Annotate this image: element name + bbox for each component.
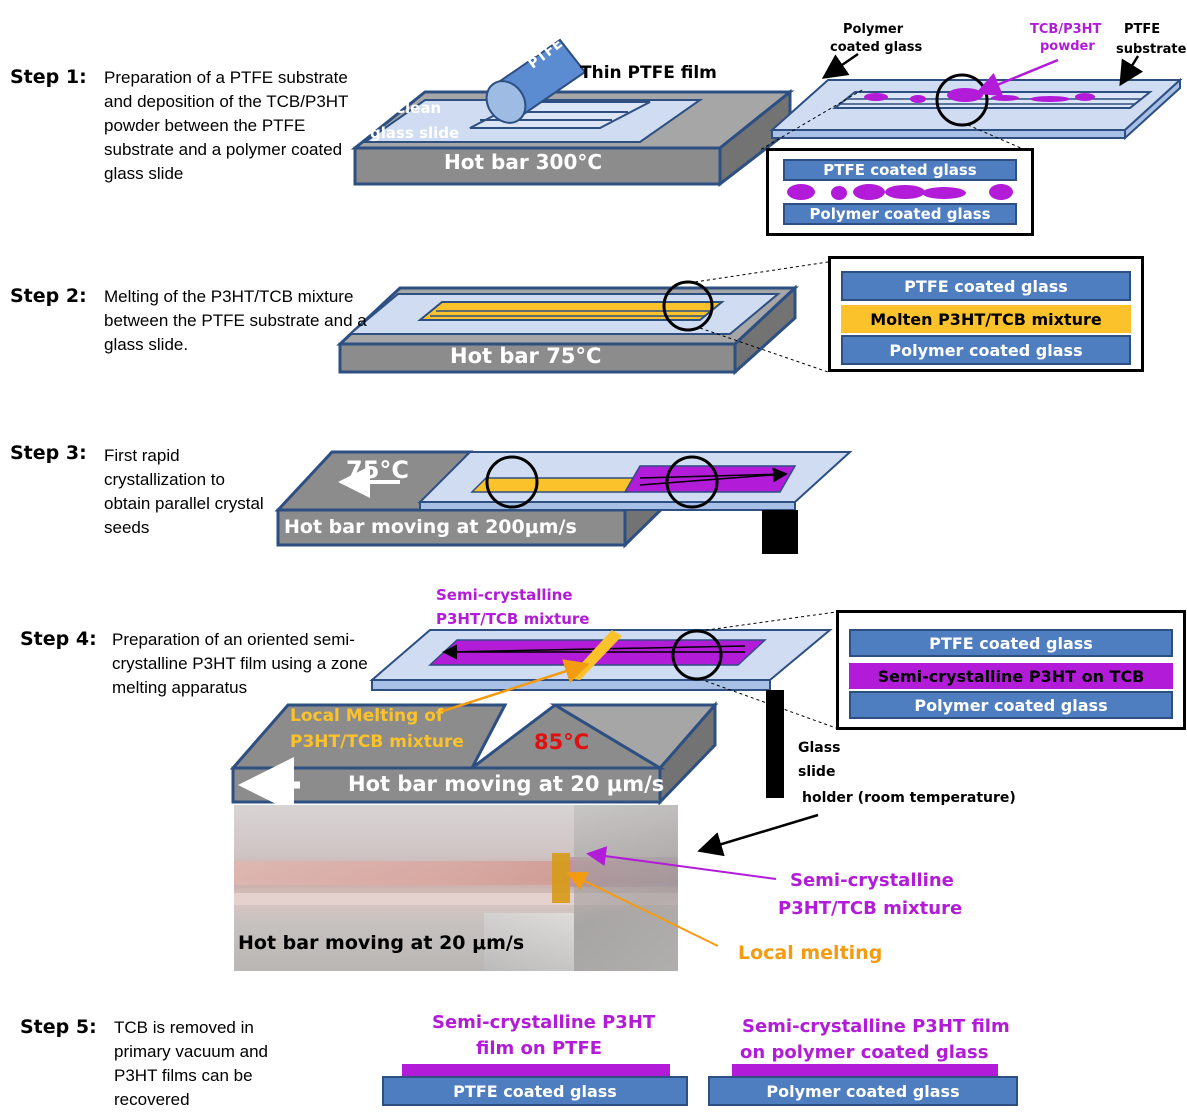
inset4-middle-layer: Semi-crystalline P3HT on TCB xyxy=(849,663,1173,689)
arrow-holder-photo xyxy=(697,813,819,857)
arrow-ptfe-substrate xyxy=(1119,55,1144,87)
photo-label-melt: Local melting xyxy=(738,942,883,964)
photo-pointer-lines xyxy=(566,846,777,947)
zone-melting-photo xyxy=(234,805,678,971)
step5-right-layer: Polymer coated glass xyxy=(708,1076,1018,1106)
callout-ptfe-2: substrate xyxy=(1116,42,1187,57)
step1-sandwich xyxy=(759,73,1183,153)
callout-ptfe-1: PTFE xyxy=(1124,22,1161,37)
ptfe-roller xyxy=(485,38,587,124)
holder-label-2: slide xyxy=(798,764,836,780)
thin-film-label: Thin PTFE film xyxy=(580,63,717,83)
step5-right-film xyxy=(732,1064,998,1076)
step4-hot-bar xyxy=(229,701,719,813)
step5-left-label-1: Semi-crystalline P3HT xyxy=(432,1012,656,1033)
step3-temp: 75°C xyxy=(346,456,410,484)
step4-top-label-1: Semi-crystalline xyxy=(436,586,573,604)
step5-left-label-2: film on PTFE xyxy=(476,1038,603,1059)
step5-title: Step 5: xyxy=(20,1016,97,1038)
inset2-middle-layer: Molten P3HT/TCB mixture xyxy=(841,305,1131,333)
step1-title: Step 1: xyxy=(10,66,87,88)
slide-label-2: glass slide xyxy=(370,124,460,142)
step4-inset: PTFE coated glass Semi-crystalline P3HT … xyxy=(836,610,1186,730)
step4-description: Preparation of an oriented semi-crystall… xyxy=(112,630,368,697)
callout-polymer-1: Polymer xyxy=(843,22,904,37)
step3-title: Step 3: xyxy=(10,442,87,464)
inset1-top-layer: PTFE coated glass xyxy=(783,159,1017,181)
step4-glass-slide xyxy=(369,611,837,798)
step2-bar-label: Hot bar 75°C xyxy=(450,344,602,368)
inset2-bottom-layer: Polymer coated glass xyxy=(841,335,1131,365)
slide-label-1: Clean xyxy=(394,99,442,117)
inset2-top-layer: PTFE coated glass xyxy=(841,271,1131,301)
holder-label-3: holder (room temperature) xyxy=(802,790,1016,806)
inset4-top-layer: PTFE coated glass xyxy=(849,629,1173,657)
step2-description: Melting of the P3HT/TCB mixture between … xyxy=(104,287,367,354)
callout-powder-2: powder xyxy=(1040,39,1095,54)
step2-title: Step 2: xyxy=(10,285,87,307)
step4-melt-label-2: P3HT/TCB mixture xyxy=(290,732,464,752)
arrow-local-melting xyxy=(439,659,590,714)
step4-bar-label: Hot bar moving at 20 μm/s xyxy=(348,772,665,796)
step5-right-label-1: Semi-crystalline P3HT film xyxy=(742,1016,1010,1037)
photo-label-semi-1: Semi-crystalline xyxy=(790,870,954,891)
step1-description: Preparation of a PTFE substrate and depo… xyxy=(104,68,349,183)
holder-label-1: Glass xyxy=(798,740,841,756)
step5-right-label-2: on polymer coated glass xyxy=(740,1042,989,1063)
step2-glass-slide xyxy=(347,261,829,373)
step1-bar-label: Hot bar 300°C xyxy=(444,150,603,174)
step2-inset: PTFE coated glass Molten P3HT/TCB mixtur… xyxy=(828,256,1144,372)
inset1-bottom-layer: Polymer coated glass xyxy=(783,203,1017,225)
step4-melt-label-1: Local Melting of xyxy=(290,706,444,726)
step4-top-label-2: P3HT/TCB mixture xyxy=(436,610,590,628)
step4-temp: 85°C xyxy=(534,730,590,754)
inset4-bottom-layer: Polymer coated glass xyxy=(849,691,1173,719)
photo-label-semi-2: P3HT/TCB mixture xyxy=(778,898,963,919)
step3-description: First rapid crystallization to obtain pa… xyxy=(104,446,264,537)
photo-caption: Hot bar moving at 20 μm/s xyxy=(238,932,525,954)
step5-left-film xyxy=(402,1064,670,1076)
powder-particles xyxy=(787,184,1013,200)
step3-bar-label: Hot bar moving at 200μm/s xyxy=(284,516,577,538)
step5-description: TCB is removed in primary vacuum and P3H… xyxy=(114,1018,269,1109)
step4-title: Step 4: xyxy=(20,628,97,650)
step5-left-layer: PTFE coated glass xyxy=(382,1076,688,1106)
arrow-powder xyxy=(975,58,1059,96)
callout-polymer-2: coated glass xyxy=(830,40,923,55)
step3-glass-slide xyxy=(338,451,853,554)
callout-powder-1: TCB/P3HT xyxy=(1030,22,1102,37)
arrow-polymer xyxy=(821,52,859,79)
step1-inset: PTFE coated glass Polymer coated glass xyxy=(766,148,1034,236)
